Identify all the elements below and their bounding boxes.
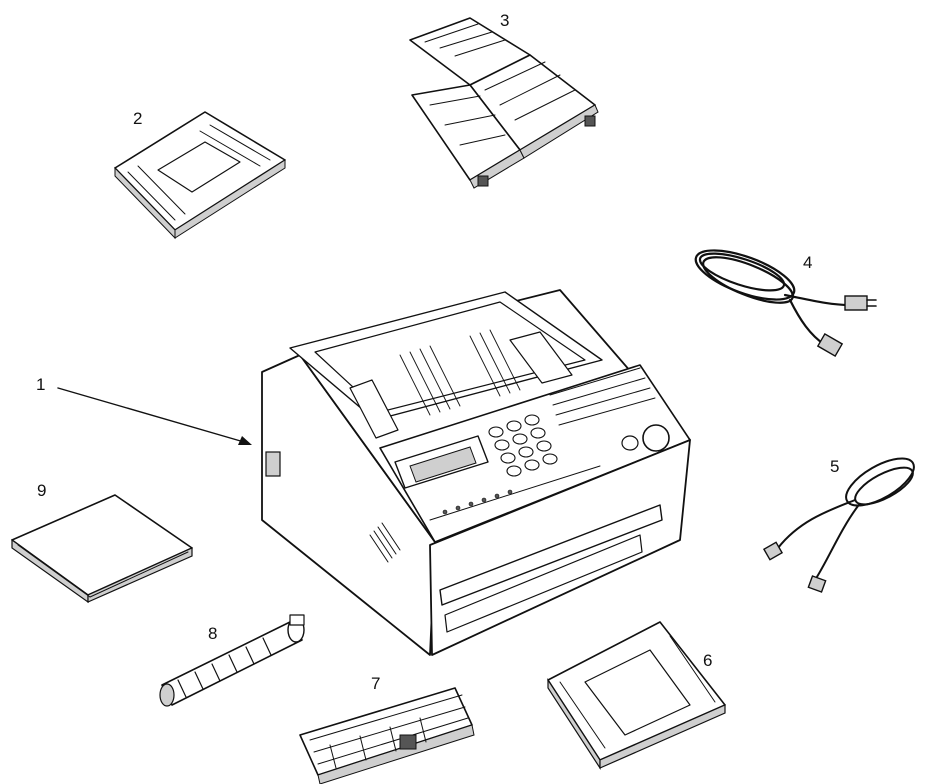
callout-4: 4 (803, 253, 812, 272)
ink-ribbon-roll-illustration (159, 614, 305, 707)
user-manual-illustration (11, 494, 193, 604)
paper-support-illustration (114, 111, 286, 240)
callout-6: 6 (703, 651, 712, 670)
print-cartridge-illustration (299, 687, 475, 784)
callout-9: 9 (37, 481, 46, 500)
callout-1-arrowhead (238, 436, 252, 445)
callout-2: 2 (133, 109, 142, 128)
callout-5: 5 (830, 457, 839, 476)
callout-1-leader (57, 387, 245, 443)
callout-7: 7 (371, 674, 380, 693)
document-stacker-illustration (547, 621, 726, 771)
power-cord-illustration (694, 249, 877, 358)
document-tray-illustration (409, 17, 599, 189)
callout-1: 1 (36, 375, 45, 394)
callout-8: 8 (208, 624, 217, 643)
telephone-cord-illustration (762, 457, 915, 593)
callout-3: 3 (500, 11, 509, 30)
fax-machine-illustration (261, 289, 691, 656)
